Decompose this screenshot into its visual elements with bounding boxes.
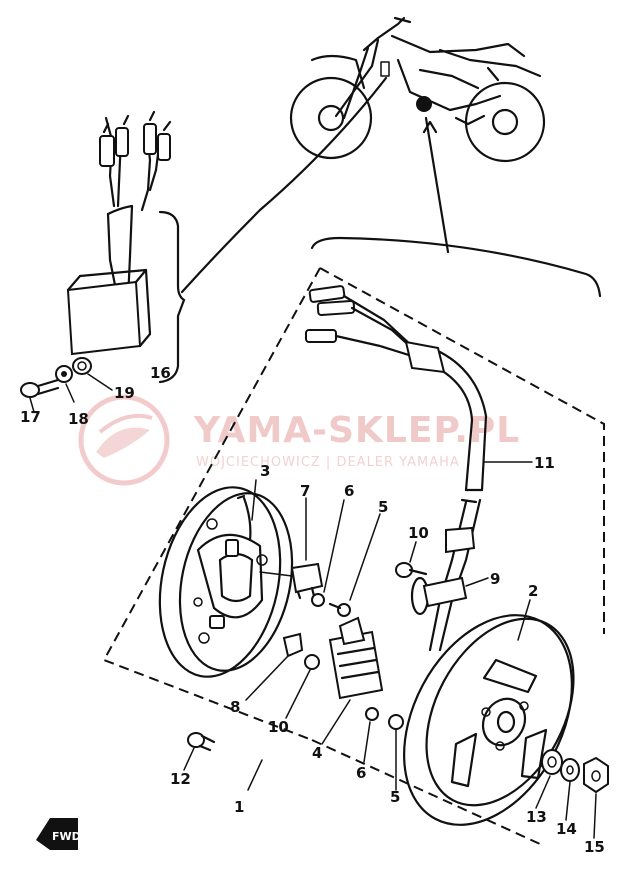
callout-2: 2: [528, 582, 538, 600]
leader-5-top: [349, 513, 381, 601]
leader-8: [245, 655, 289, 701]
callout-17: 17: [20, 408, 41, 426]
callout-3: 3: [260, 462, 270, 480]
arrowhead-magneto: [422, 120, 438, 134]
lighting-coil: [328, 616, 384, 700]
cdi-unit: [66, 110, 172, 356]
screw-upper: [328, 602, 351, 617]
group-bracket: [310, 236, 602, 298]
callout-6a: 6: [344, 482, 354, 500]
group-box-left: [102, 267, 321, 741]
base-plate-bolt: [187, 732, 216, 752]
callout-numbers: 1 2 3 4 5 5 6 6 7 8 9 10 10 11 12 13 14 …: [20, 364, 605, 856]
callout-8: 8: [230, 698, 240, 716]
washer-lower: [365, 707, 379, 721]
coil-bracket: [282, 632, 304, 658]
flywheel-rotor: [403, 614, 575, 826]
cable-clamp: [410, 576, 468, 616]
motorcycle-outline: [289, 16, 546, 163]
callout-10b: 10: [268, 718, 289, 736]
watermark: YAMA-SKLEP.PL WOJCIECHOWICZ | DEALER YAM…: [78, 394, 520, 486]
callout-5a: 5: [378, 498, 388, 516]
callout-18: 18: [68, 410, 89, 428]
leader-10-bottom: [285, 669, 311, 719]
callout-13: 13: [526, 808, 547, 826]
callout-12: 12: [170, 770, 191, 788]
leader-cdi-location: [180, 76, 388, 294]
leader-9: [465, 577, 489, 587]
clamp-screw: [395, 562, 428, 578]
rotor-lock-washer: [560, 758, 580, 782]
callout-5b: 5: [390, 788, 400, 806]
callout-1: 1: [234, 798, 244, 816]
washer-upper: [311, 593, 325, 607]
leader-magneto-location: [424, 116, 450, 254]
leader-2: [517, 599, 531, 641]
coil-screw: [304, 654, 320, 670]
magneto-wire-harness: [305, 285, 488, 652]
forward-arrow-label: FWD: [52, 830, 81, 843]
callout-6b: 6: [356, 764, 366, 782]
cdi-mount-grommet: [72, 357, 92, 375]
callout-11: 11: [534, 454, 555, 472]
callout-19: 19: [114, 384, 135, 402]
leader-12: [183, 747, 195, 771]
callout-9: 9: [490, 570, 500, 588]
leader-6-top: [323, 499, 345, 593]
leader-10-top: [409, 541, 417, 563]
watermark-logo: [78, 394, 170, 486]
callout-16: 16: [150, 364, 171, 382]
screw-lower: [388, 714, 404, 730]
leader-14: [565, 781, 571, 821]
bracket-cdi-lower: [158, 298, 186, 384]
leader-13: [535, 775, 551, 809]
callout-7: 7: [300, 482, 310, 500]
forward-direction-arrow: FWD: [36, 818, 81, 850]
leader-3: [251, 479, 257, 521]
rotor-nut: [583, 756, 609, 794]
bracket-cdi: [158, 210, 186, 302]
leader-1: [247, 759, 263, 791]
group-box-bottom: [311, 739, 541, 845]
cdi-mount-washer: [55, 365, 73, 383]
callout-15: 15: [584, 838, 605, 856]
leader-6-bottom: [363, 721, 371, 763]
callout-10a: 10: [408, 524, 429, 542]
cdi-mount-bolt: [20, 378, 60, 398]
leader-4: [321, 699, 351, 745]
callout-4: 4: [312, 744, 322, 762]
leader-15: [593, 793, 597, 839]
callout-14: 14: [556, 820, 577, 838]
group-box-top-right: [319, 267, 605, 634]
stator-base-plate: [158, 486, 294, 678]
watermark-subtitle: WOJCIECHOWICZ | DEALER YAMAHA: [196, 455, 460, 470]
rotor-washer: [541, 749, 563, 775]
watermark-title: YAMA-SKLEP.PL: [193, 410, 520, 451]
